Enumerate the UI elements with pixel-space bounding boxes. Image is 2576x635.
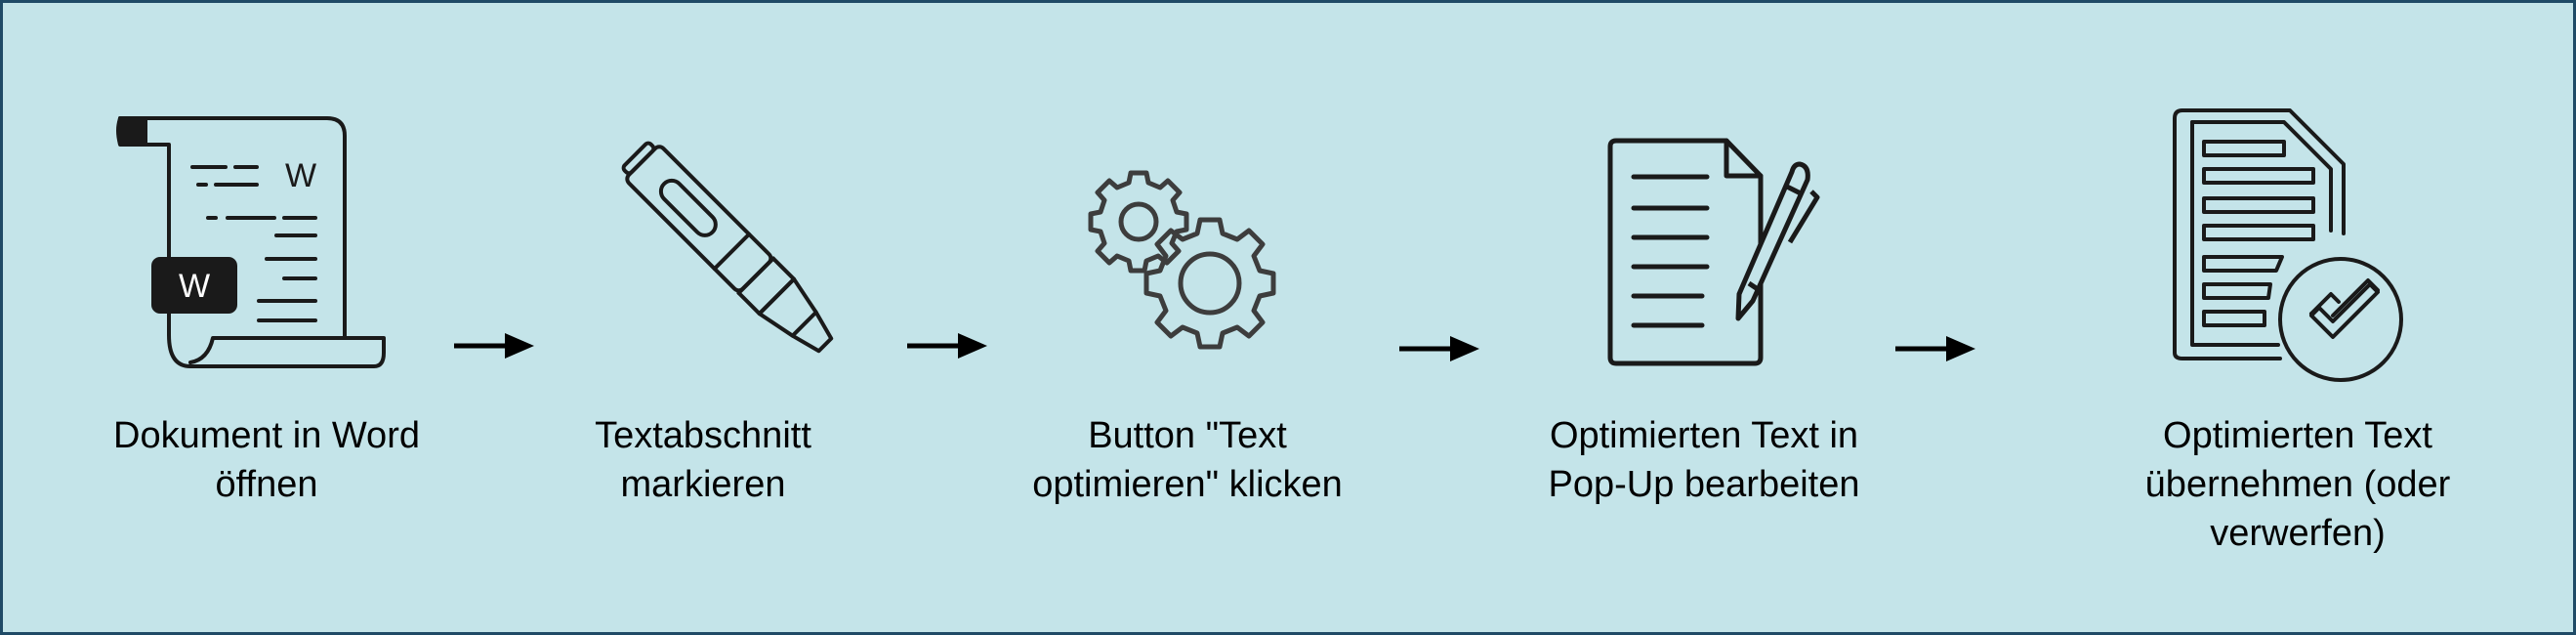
step-4-label-line-2: Pop-Up bearbeiten	[1548, 464, 1860, 505]
word-corner-letter: W	[285, 157, 316, 194]
arrow-right-icon	[454, 333, 534, 359]
step-4-label-line-1: Optimierten Text in	[1549, 415, 1859, 456]
step-5-label-line-1: Optimierten Text	[2163, 415, 2432, 456]
step-5-label: Optimierten Text übernehmen (oder verwer…	[2093, 411, 2503, 558]
highlighter-icon	[621, 141, 834, 354]
step-2-label: Textabschnitt markieren	[498, 411, 908, 509]
step-2-label-line-2: markieren	[620, 464, 786, 505]
step-2-label-line-1: Textabschnitt	[595, 415, 811, 456]
document-check-icon	[2173, 108, 2403, 382]
gears-icon	[1088, 170, 1276, 350]
step-3-label-line-1: Button "Text	[1088, 415, 1287, 456]
word-badge-letter: W	[179, 268, 210, 305]
arrow-right-icon	[1895, 336, 1975, 361]
step-5-label-line-2: übernehmen (oder	[2144, 464, 2451, 505]
arrow-right-icon	[1399, 336, 1479, 361]
arrow-right-icon	[907, 333, 987, 359]
word-scroll-icon: W W	[116, 116, 386, 368]
step-5-label-line-3: verwerfen)	[2210, 513, 2386, 554]
step-1-label-line-2: öffnen	[215, 464, 318, 505]
document-pen-icon	[1607, 138, 1820, 366]
step-1-label: Dokument in Word öffnen	[62, 411, 472, 509]
step-1-label-line-1: Dokument in Word	[113, 415, 420, 456]
step-4-label: Optimierten Text in Pop-Up bearbeiten	[1499, 411, 1909, 509]
step-3-label-line-2: optimieren" klicken	[1032, 464, 1343, 505]
step-3-label: Button "Text optimieren" klicken	[982, 411, 1392, 509]
